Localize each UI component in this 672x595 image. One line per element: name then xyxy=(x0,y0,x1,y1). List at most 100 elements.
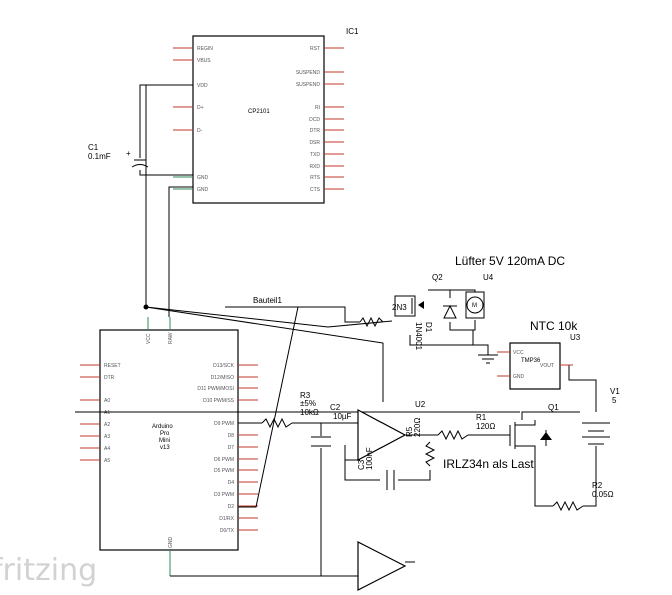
ic1-left-pin-label: VDD xyxy=(197,83,208,89)
q2-ref: Q2 xyxy=(432,273,443,282)
u3-part: TMP36 xyxy=(521,358,541,364)
ic1-right-pin-label: RST xyxy=(310,46,320,52)
transistor-q2[interactable]: 2N3 xyxy=(392,295,424,317)
opamp-u2[interactable]: U2 xyxy=(357,400,426,461)
u3-ref: U3 xyxy=(570,333,581,342)
ard-left-pin-label: RESET xyxy=(104,363,121,369)
v1-value: 5 xyxy=(612,396,617,405)
ic1-right-pin-label: DSR xyxy=(309,140,320,146)
capacitor-c1[interactable]: + C1 0.1mF xyxy=(88,143,149,168)
capacitor-c2[interactable]: C2 10µF xyxy=(311,403,352,447)
c2-ref: C2 xyxy=(330,403,341,412)
ard-name-1: Arduino xyxy=(152,424,173,430)
ic1-right-pin-label: DCD xyxy=(309,117,320,123)
resistor-r5[interactable]: R5 220Ω xyxy=(405,418,436,467)
ard-left-pin-label: A0 xyxy=(104,398,110,404)
ard-left-pin-label: A3 xyxy=(104,434,110,440)
ard-right-pin-label: D11 PWM/MOSI xyxy=(197,386,234,392)
ic1-right-pin-label: RXD xyxy=(309,164,320,170)
c1-ref: C1 xyxy=(88,143,99,152)
ntc-tmp36[interactable]: NTC 10k U3 VCC GND VOUT TMP36 xyxy=(497,319,581,390)
ard-right-pin-label: D1/RX xyxy=(219,516,234,522)
ard-right-pin-label: D9 PWM xyxy=(214,421,234,427)
ic1-left-pin-label: REGIN xyxy=(197,46,213,52)
ic1-right-pin-label: TXD xyxy=(310,152,320,158)
u2-ref: U2 xyxy=(415,400,426,409)
bauteil1-label: Bauteil1 xyxy=(253,296,282,305)
battery-v1[interactable]: V1 5 xyxy=(582,387,620,445)
ic1-part: CP2101 xyxy=(248,109,270,115)
d1-part: 1N4001 xyxy=(414,322,423,351)
ard-right-pin-label: D7 xyxy=(228,445,235,451)
ard-right-pin-label: D6 PWM xyxy=(214,457,234,463)
r3-value: 10kΩ xyxy=(300,408,319,417)
resistor-r1[interactable]: R1 120Ω xyxy=(437,413,495,441)
ard-right-pin-label: D0/TX xyxy=(220,528,235,534)
fan-title: Lüfter 5V 120mA DC xyxy=(455,254,565,268)
ard-left-pin-label: DTR xyxy=(104,375,115,381)
u4-ref: U4 xyxy=(483,273,494,282)
r5-value: 220Ω xyxy=(413,418,422,437)
ard-right-pin-label: D12/MISO xyxy=(211,375,234,381)
c3-ref: C3 xyxy=(357,459,366,470)
ard-right-pin-label: D3 PWM xyxy=(214,492,234,498)
fritzing-logo: fritzing xyxy=(0,553,97,588)
ic1-left-pin-label: GND xyxy=(197,187,209,193)
ic1-ref: IC1 xyxy=(346,27,359,36)
ard-pin-raw: RAW xyxy=(168,332,174,344)
mosfet-q1[interactable]: Q1 IRLZ34n als Last xyxy=(443,403,559,471)
ard-left-pin-label: A2 xyxy=(104,422,110,428)
u3-pin-vcc: VCC xyxy=(513,350,524,356)
ard-name-4: v13 xyxy=(160,445,170,451)
ic1-right-pin-label: RI xyxy=(315,105,320,111)
resistor-r3[interactable]: R3 ±5% 10kΩ xyxy=(261,391,319,429)
ard-right-pin-label: D8 xyxy=(228,433,235,439)
u3-pin-vout: VOUT xyxy=(540,363,554,369)
ntc-title: NTC 10k xyxy=(530,319,578,333)
ic1-left-pin-label: D- xyxy=(197,128,203,134)
ard-pin-gnd: GND xyxy=(168,537,174,549)
ic1-left-pin-label: VBUS xyxy=(197,58,211,64)
d1-ref: D1 xyxy=(424,322,433,333)
capacitor-c3[interactable]: C3 100nF xyxy=(357,447,395,490)
c2-value: 10µF xyxy=(333,412,352,421)
ard-left-pin-label: A1 xyxy=(104,410,110,416)
resistor-bauteil[interactable] xyxy=(359,316,384,328)
q2-label: 2N3 xyxy=(392,303,407,312)
ic1-right-pin-label: RTS xyxy=(310,175,321,181)
r3-ref: R3 xyxy=(300,391,311,400)
ard-right-pin-label: D10 PWM/SS xyxy=(203,398,235,404)
ard-pin-vcc: VCC xyxy=(146,333,152,344)
ard-name-3: Mini xyxy=(159,438,170,444)
ard-right-pin-label: D4 xyxy=(228,480,235,486)
diode-d1[interactable]: D1 1N4001 xyxy=(414,304,457,351)
r1-value: 120Ω xyxy=(476,422,495,431)
opamp-lower[interactable] xyxy=(357,541,407,591)
u3-pin-gnd: GND xyxy=(513,374,525,380)
motor-symbol: M xyxy=(472,303,477,309)
ard-right-pin-label: D5 PWM xyxy=(214,468,234,474)
ground-symbol xyxy=(478,354,498,364)
c3-value: 100nF xyxy=(365,447,374,470)
ic1-right-pin-label: SUSPEND xyxy=(296,82,321,88)
v1-ref: V1 xyxy=(610,387,620,396)
ard-name-2: Pro xyxy=(160,431,170,437)
svg-text:+: + xyxy=(126,149,131,158)
ard-left-pin-label: A5 xyxy=(104,458,110,464)
r5-ref: R5 xyxy=(405,426,414,437)
ard-left-pin-label: A4 xyxy=(104,446,110,452)
fan-driver[interactable]: Lüfter 5V 120mA DC Q2 U4 Bauteil1 2N3 D1… xyxy=(253,254,565,364)
resistor-r2[interactable]: R2 0.05Ω xyxy=(552,481,614,512)
ic1-left-pin-label: GND xyxy=(197,175,209,181)
ic1-right-pin-label: SUSPEND xyxy=(296,70,321,76)
q1-ref: Q1 xyxy=(548,403,559,412)
r2-ref: R2 xyxy=(592,481,603,490)
ic1-cp2101[interactable]: REGIN VBUS VDD D+ D- GND GND RST SUSPEND SUSPEND… xyxy=(173,27,359,204)
q1-caption: IRLZ34n als Last xyxy=(443,457,534,471)
motor-u4[interactable]: M xyxy=(465,291,485,319)
ic1-left-pin-label: D+ xyxy=(197,105,204,111)
wires xyxy=(75,84,597,577)
ic1-right-pin-label: CTS xyxy=(310,187,321,193)
